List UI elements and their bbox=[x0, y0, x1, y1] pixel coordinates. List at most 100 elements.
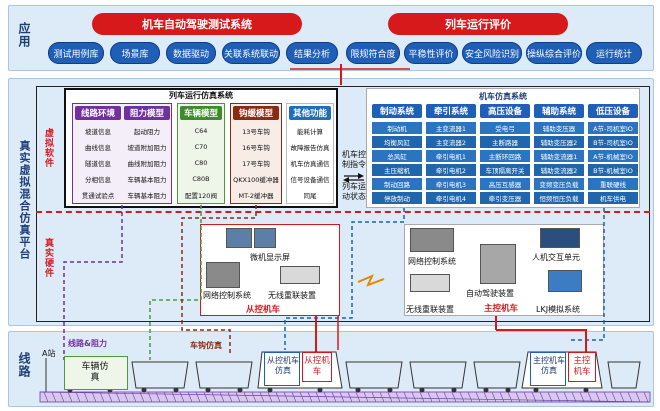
slave-wireless-label: 无线重联装置 bbox=[268, 291, 316, 300]
master-wireless-label: 无线重联装置 bbox=[406, 305, 454, 314]
loco-sim-item: A节-机械室IO bbox=[588, 150, 638, 162]
train-sim-item: C80B bbox=[180, 172, 222, 186]
slave-sim-box bbox=[264, 352, 300, 386]
loco-sim-title: 机车仿真系统 bbox=[479, 92, 527, 101]
train-sim-item: 13号车钩 bbox=[233, 124, 279, 138]
apply-right-title: 列车运行评价 bbox=[388, 13, 568, 35]
loco-sim-item: 停放制动 bbox=[372, 192, 422, 204]
side-label-platform: 真实虚拟混合仿真平台 bbox=[18, 140, 31, 260]
loco-sim-item: 辅助变压器2 bbox=[534, 136, 584, 148]
train-sim-item: 车辆基本阻力 bbox=[124, 172, 170, 186]
loco-sim-item: 车顶隔离开关 bbox=[480, 164, 530, 176]
master-loco-label: 主控机车 bbox=[573, 356, 591, 377]
train-sim-item: QKX100缓冲器 bbox=[233, 172, 279, 186]
apply-left-title: 机车自动驾驶测试系统 bbox=[92, 13, 302, 35]
master-hmi-label: 人机交互单元 bbox=[532, 253, 580, 262]
loco-sim-head: 制动系统 bbox=[372, 104, 422, 118]
master-hmi-device bbox=[540, 228, 580, 248]
head-route-env: 线路环境 bbox=[75, 106, 121, 120]
master-lkj-device bbox=[548, 270, 582, 292]
train-sim-item: 能耗计算 bbox=[289, 124, 331, 138]
master-auto-device bbox=[480, 244, 516, 284]
master-lkj-label: LKJ模拟系统 bbox=[536, 305, 581, 314]
train-sim-item: 16号车钩 bbox=[233, 140, 279, 154]
slave-netctrl-device bbox=[206, 262, 240, 288]
master-sim-box bbox=[530, 352, 566, 386]
slave-netctrl-label: 网络控制系统 bbox=[203, 291, 251, 300]
slave-monitor-device bbox=[226, 228, 252, 248]
loco-sim-item: 总风缸 bbox=[372, 150, 422, 162]
master-sim-label: 主控机车仿真 bbox=[533, 356, 565, 375]
train-sim-item: 贯通试验点 bbox=[75, 188, 121, 202]
head-resistance: 阻力模型 bbox=[124, 106, 170, 120]
loco-sim-item: 制动回路 bbox=[372, 178, 422, 190]
head-vehicle: 车辆模型 bbox=[180, 106, 222, 120]
train-sim-item: 同尾 bbox=[289, 188, 331, 202]
apply-item-limit: 限规符合度 bbox=[346, 42, 400, 64]
train-sim-item: C70 bbox=[180, 140, 222, 154]
apply-item-smooth: 平稳性评价 bbox=[404, 42, 458, 64]
master-netctrl-label: 网络控制系统 bbox=[408, 257, 456, 266]
slave-loco-box bbox=[302, 352, 332, 382]
master-loco-box bbox=[568, 352, 596, 382]
train-sim-item: 曲线信息 bbox=[75, 140, 121, 154]
loco-sim-item: 机车供电 bbox=[588, 192, 638, 204]
train-sim-item: 分相信息 bbox=[75, 172, 121, 186]
train-sim-item: 隧道信息 bbox=[75, 156, 121, 170]
loco-sim-item: 主变流器1 bbox=[426, 122, 476, 134]
loco-sim-item: 主断环回路 bbox=[480, 150, 530, 162]
train-sim-item: 17号车钩 bbox=[233, 156, 279, 170]
train-sim-item: 信号设备通信 bbox=[289, 172, 331, 186]
apply-item-risk: 安全风险识别 bbox=[462, 42, 522, 64]
loco-sim-item: 高压互感器 bbox=[480, 178, 530, 190]
loco-sim-item: 重联硬线 bbox=[588, 178, 638, 190]
apply-item-operation: 操纵综合评价 bbox=[526, 42, 582, 64]
slave-monitor-device-2 bbox=[254, 228, 276, 248]
loco-sim-head: 高压设备 bbox=[480, 104, 530, 118]
slave-sim-label: 从控机车仿真 bbox=[267, 356, 299, 375]
route-resistance-label: 线路&阻力 bbox=[68, 339, 107, 348]
loco-sim-item: 主压缩机 bbox=[372, 164, 422, 176]
apply-item-scene: 场景库 bbox=[110, 42, 160, 64]
loco-sim-head: 辅助系统 bbox=[534, 104, 584, 118]
loco-sim-item: 牵引变压器 bbox=[480, 192, 530, 204]
loco-sim-item: 变频变压负载 bbox=[534, 178, 584, 190]
vehicle-sim-box bbox=[64, 356, 128, 390]
slave-wireless-device bbox=[280, 266, 320, 284]
train-sim-item: 车辆基本阻力 bbox=[124, 188, 170, 202]
side-label-apply: 应用 bbox=[17, 22, 31, 48]
loco-sim-item: 主变流器2 bbox=[426, 136, 476, 148]
master-netctrl-device bbox=[410, 228, 454, 252]
train-sim-item: 故障报告仿真 bbox=[289, 140, 331, 154]
apply-item-stats: 运行统计 bbox=[586, 42, 642, 64]
vehicle-sim-label: 车辆仿真 bbox=[81, 362, 109, 383]
train-sim-item: 坡道附加阻力 bbox=[124, 140, 170, 154]
loco-sim-item: 制动机 bbox=[372, 122, 422, 134]
apply-item-data-driven: 数据驱动 bbox=[166, 42, 216, 64]
loco-sim-item: 牵引电机4 bbox=[426, 192, 476, 204]
motion-state-label: 列车运动状态 bbox=[342, 182, 366, 201]
side-label-real-hardware: 真实硬件 bbox=[43, 238, 53, 278]
loco-sim-head: 低压设备 bbox=[588, 104, 638, 118]
virtual-real-divider bbox=[36, 211, 650, 213]
loco-sim-item: A节-司机室IO bbox=[588, 122, 638, 134]
ctrl-command-label: 机车控制指令 bbox=[342, 150, 366, 169]
loco-sim-item: B节-机械室IO bbox=[588, 164, 638, 176]
slave-loco-label: 从控机车 bbox=[304, 356, 330, 377]
platform-frame bbox=[36, 86, 650, 322]
loco-sim-item: 辅助变流器1 bbox=[534, 150, 584, 162]
apply-item-result: 结果分析 bbox=[286, 42, 338, 64]
apply-item-linkage: 关联系统联动 bbox=[222, 42, 280, 64]
loco-sim-item: 受电弓 bbox=[480, 122, 530, 134]
loco-sim-item: 牵引电机3 bbox=[426, 178, 476, 190]
train-sim-item: 起动阻力 bbox=[124, 124, 170, 138]
train-sim-item: 机车仿真通信 bbox=[289, 156, 331, 170]
head-coupler: 钩缓模型 bbox=[233, 106, 279, 120]
loco-sim-item: 牵引电机1 bbox=[426, 150, 476, 162]
train-sim-item: 配置120阀 bbox=[180, 188, 222, 202]
loco-sim-item: B节-司机室IO bbox=[588, 136, 638, 148]
